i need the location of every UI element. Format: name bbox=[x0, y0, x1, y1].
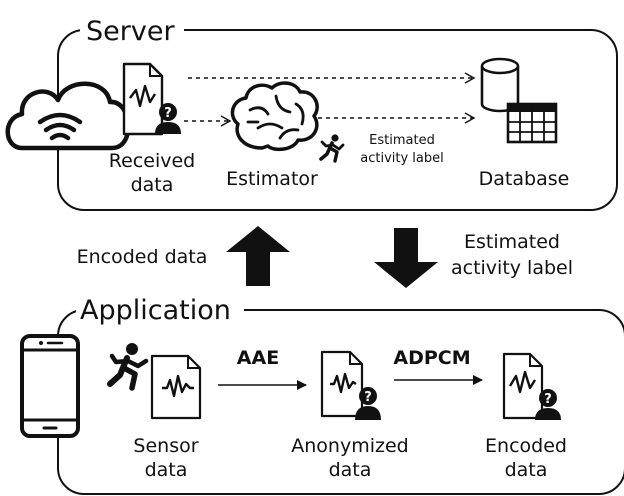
question-person-icon: ? bbox=[155, 103, 181, 134]
estimated-activity-label-line2: activity label bbox=[451, 257, 573, 279]
arrow-up-icon bbox=[226, 226, 290, 286]
arrow-down-icon bbox=[374, 228, 438, 288]
application-title: Application bbox=[80, 295, 231, 326]
received-document-icon: ? bbox=[122, 62, 181, 136]
received-label-line2: data bbox=[131, 174, 174, 196]
server-estimated-label-line2: activity label bbox=[360, 151, 444, 166]
server-title: Server bbox=[86, 16, 175, 47]
question-person-icon: ? bbox=[355, 387, 381, 420]
svg-text:?: ? bbox=[364, 390, 372, 405]
server-estimated-label: Estimated bbox=[369, 133, 435, 148]
database-icon bbox=[480, 57, 520, 113]
sensor-document-icon bbox=[150, 354, 202, 420]
encoded-label-line2: data bbox=[505, 459, 548, 481]
svg-text:?: ? bbox=[544, 392, 552, 407]
table-icon bbox=[506, 102, 558, 144]
adpcm-label: ADPCM bbox=[393, 347, 470, 369]
brain-icon bbox=[230, 81, 319, 152]
estimated-activity-label: Estimated bbox=[464, 231, 560, 253]
question-person-icon: ? bbox=[535, 389, 561, 420]
encoded-document-icon: ? bbox=[502, 352, 561, 420]
encoded-data-label: Encoded data bbox=[77, 246, 208, 268]
running-person-icon bbox=[107, 343, 149, 391]
aae-label: AAE bbox=[237, 347, 279, 369]
estimator-label: Estimator bbox=[226, 168, 318, 190]
sensor-label-line2: data bbox=[145, 459, 188, 481]
running-person-icon-small bbox=[319, 134, 345, 163]
anonymized-label: Anonymized bbox=[291, 435, 408, 457]
database-label: Database bbox=[479, 168, 570, 190]
anonymized-label-line2: data bbox=[329, 459, 372, 481]
received-label: Received bbox=[109, 150, 195, 172]
svg-text:?: ? bbox=[164, 106, 172, 121]
encoded-label: Encoded bbox=[485, 435, 567, 457]
smartphone-icon bbox=[20, 334, 80, 438]
cloud-icon bbox=[5, 81, 131, 151]
sensor-label: Sensor bbox=[133, 435, 198, 457]
anonymized-document-icon: ? bbox=[320, 350, 381, 420]
server-panel: Server bbox=[57, 14, 618, 211]
